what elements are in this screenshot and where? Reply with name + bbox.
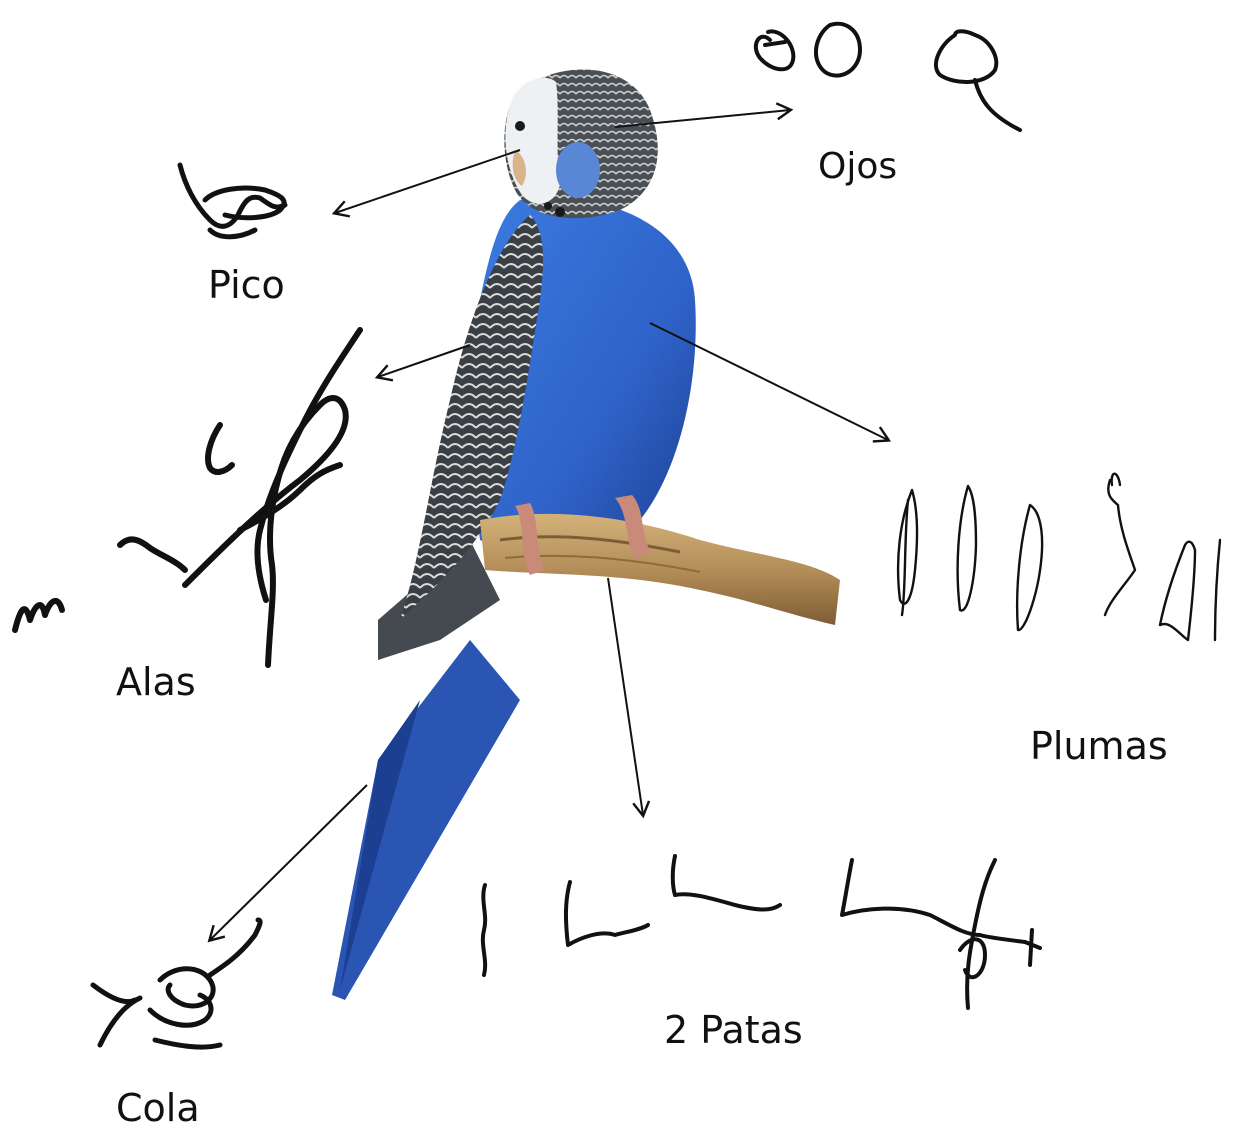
arrow-patas: [608, 578, 643, 815]
branch: [480, 495, 840, 625]
label-ojos: Ojos: [818, 146, 897, 187]
arrow-pico: [335, 150, 520, 213]
pico-scribble: [180, 165, 285, 237]
bird-eye: [515, 121, 525, 131]
cola-scribble: [93, 920, 260, 1047]
patas-scribble: [483, 856, 1040, 1008]
plumas-scribble: [898, 474, 1220, 640]
label-plumas: Plumas: [1030, 724, 1168, 768]
arrow-alas: [378, 345, 470, 377]
label-alas: Alas: [116, 660, 196, 704]
label-patas: 2 Patas: [664, 1008, 803, 1052]
bird-tail: [332, 640, 520, 1000]
ojos-scribble: [756, 24, 1020, 130]
label-cola: Cola: [116, 1086, 200, 1130]
alas-scribble: [15, 330, 360, 665]
arrow-cola: [210, 785, 367, 940]
label-pico: Pico: [208, 263, 285, 307]
